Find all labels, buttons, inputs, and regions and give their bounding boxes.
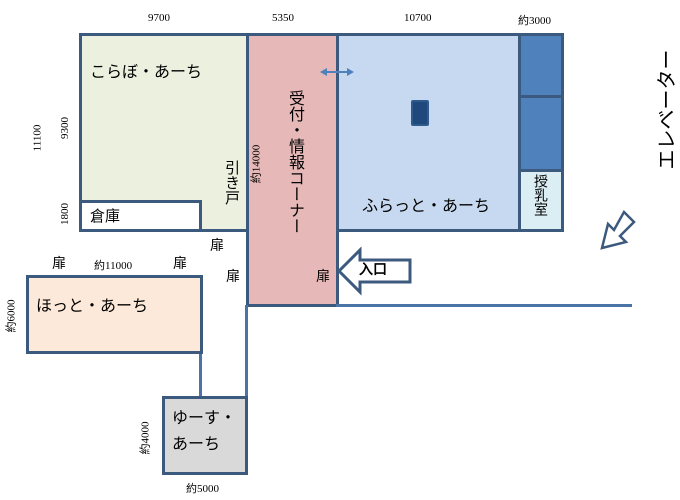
room-youth-label-2: あーち	[172, 434, 221, 453]
room-blue-2	[518, 95, 564, 172]
dim-right-width: 約3000	[518, 15, 551, 27]
dim-total-height: 11100	[31, 124, 44, 152]
door-label-5: 扉	[173, 256, 187, 272]
dim-reception-width: 5350	[272, 12, 294, 24]
dim-youth-width: 約5000	[186, 483, 219, 495]
room-youth	[162, 396, 248, 475]
corridor-wall-hot	[199, 352, 202, 398]
room-hot	[26, 275, 203, 354]
room-flat-label: ふらっと・あーち	[362, 196, 491, 215]
elevator-label: エレベーター	[654, 49, 679, 170]
elevator-arrow-icon	[600, 209, 636, 250]
door-label-4: 扉	[52, 256, 66, 272]
dim-storage-height: 1800	[59, 203, 71, 225]
room-nursing	[518, 169, 564, 232]
room-reception	[246, 33, 339, 307]
dim-korabo-height: 9300	[59, 117, 71, 139]
room-storage-label: 倉庫	[90, 207, 121, 225]
room-reception-label: 受付・情報コーナー	[286, 90, 305, 234]
room-hot-label: ほっと・あーち	[36, 296, 149, 315]
room-korabo	[79, 33, 249, 232]
entrance-label: 入口	[359, 262, 387, 278]
room-storage	[79, 200, 202, 232]
sliding-door-label: 引き戸	[223, 160, 241, 205]
dim-youth-height: 約4000	[139, 421, 152, 455]
double-arrow-icon	[320, 68, 354, 76]
entrance-arrow-icon	[336, 246, 412, 296]
dim-flat-width: 10700	[404, 12, 432, 24]
dim-reception-length: 約14000	[250, 144, 263, 184]
room-korabo-label: こらぼ・あーち	[90, 62, 203, 81]
dim-hot-width: 約11000	[94, 260, 133, 272]
dim-hot-height: 約6000	[5, 299, 18, 333]
room-blue-1	[518, 33, 564, 98]
corridor-wall	[336, 304, 632, 307]
pillar	[411, 100, 429, 126]
door-label-1: 扉	[210, 238, 224, 254]
room-youth-label-1: ゆーす・	[172, 408, 237, 427]
door-label-2: 扉	[226, 269, 240, 285]
dim-korabo-width: 9700	[148, 12, 170, 24]
corridor-wall-left	[245, 305, 248, 398]
room-nursing-label: 授乳室	[532, 174, 548, 216]
door-label-3: 扉	[316, 269, 330, 285]
